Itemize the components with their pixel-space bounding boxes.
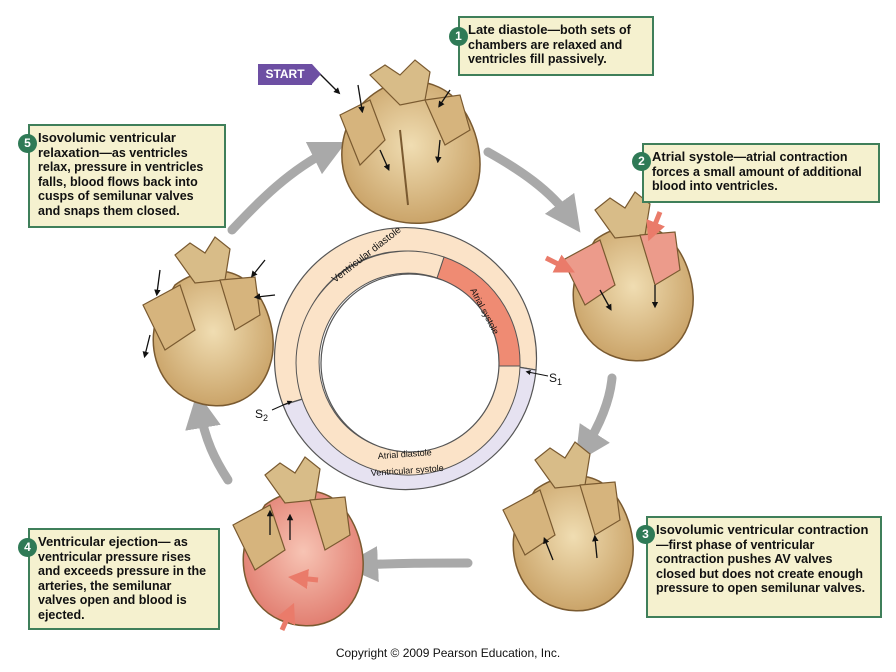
- start-pointer: [317, 71, 341, 95]
- step-5-title: Isovolumic ventricular relaxation: [38, 130, 176, 160]
- step-3-title: Isovolumic ventricular contraction: [656, 522, 869, 537]
- step-3-box: Isovolumic ventricular contraction—first…: [646, 516, 882, 618]
- heart-isovolumic-relaxation: [142, 236, 276, 407]
- pressure-arrow-atrial-left: [544, 254, 575, 273]
- arrow-2-to-3: [575, 373, 617, 464]
- step-1-title: Late diastole: [468, 22, 548, 37]
- step-1-text: —both sets of chambers are relaxed and v…: [468, 23, 631, 66]
- heart-ventricular-ejection: [232, 456, 364, 627]
- pressure-arrow-atrial-right: [646, 211, 665, 242]
- step-2-title: Atrial systole: [652, 149, 734, 164]
- step-2-box: Atrial systole—atrial contraction forces…: [642, 143, 880, 203]
- s2-marker: S2: [255, 400, 293, 423]
- heart-isovolumic-contraction: [502, 441, 634, 612]
- svg-text:S1: S1: [549, 371, 562, 387]
- step-5-box: Isovolumic ventricular relaxation—as ven…: [28, 124, 226, 228]
- arrow-1-to-2: [483, 147, 581, 233]
- step-1-number-badge: 1: [449, 27, 468, 46]
- s1-marker: S1: [525, 370, 562, 387]
- step-2-number-badge: 2: [632, 152, 651, 171]
- arrow-4-to-5: [185, 392, 233, 485]
- step-4-text: — as ventricular pressure rises and exce…: [38, 535, 207, 622]
- svg-text:S2: S2: [255, 407, 268, 423]
- s1-subscript: 1: [557, 377, 562, 387]
- step-4-title: Ventricular ejection: [38, 534, 158, 549]
- cycle-ring: [273, 226, 538, 491]
- step-4-number-badge: 4: [18, 538, 37, 557]
- copyright-notice: Copyright © 2009 Pearson Education, Inc.: [335, 646, 561, 660]
- start-label: START: [258, 64, 321, 85]
- pressure-arrow-ventricle-bottom: [276, 602, 296, 632]
- heart-atrial-systole: [562, 191, 694, 362]
- step-5-number-badge: 5: [18, 134, 37, 153]
- atrial-diastole-label: Atrial diastole: [377, 447, 432, 461]
- step-2-text: —atrial contraction forces a small amoun…: [652, 150, 862, 193]
- step-1-box: Late diastole—both sets of chambers are …: [458, 16, 654, 76]
- s1-label: S: [549, 371, 557, 385]
- s2-label: S: [255, 407, 263, 421]
- step-3-text: —first phase of ventricular contraction …: [656, 537, 866, 596]
- pressure-arrow-ventricle-right: [288, 569, 319, 589]
- arrow-3-to-4: [342, 546, 473, 583]
- cycle-arrows: [185, 141, 617, 583]
- step-5-text: —as ventricles relax, pressure in ventri…: [38, 145, 204, 218]
- s2-subscript: 2: [263, 413, 268, 423]
- step-4-box: Ventricular ejection— as ventricular pre…: [28, 528, 220, 630]
- step-3-number-badge: 3: [636, 525, 655, 544]
- arrow-5-to-1: [227, 141, 347, 235]
- heart-late-diastole: [339, 59, 481, 225]
